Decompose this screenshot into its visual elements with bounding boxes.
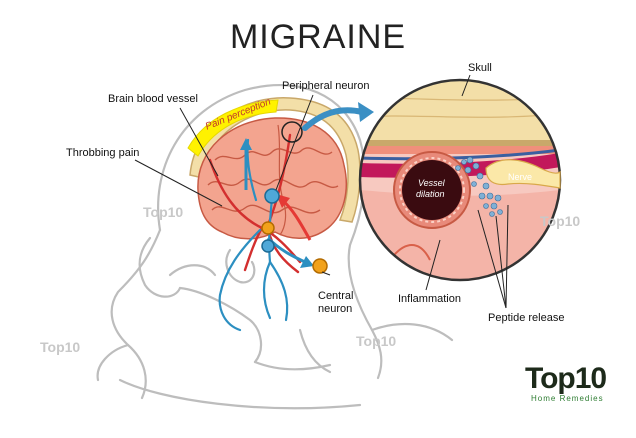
peripheral-neuron-dot — [264, 188, 280, 204]
label-central-neuron-1: Central — [318, 290, 354, 302]
logo-sub-text: Home Remedies — [531, 394, 604, 403]
label-nerve: Nerve — [508, 172, 533, 182]
central-neuron-dot — [312, 258, 328, 274]
label-skull: Skull — [468, 62, 492, 74]
zoom-circle — [358, 78, 562, 282]
nerve-shape — [485, 159, 561, 189]
zoom-arrow — [302, 107, 365, 131]
arrow-blue-down-head — [300, 256, 314, 268]
watermark-2: Top10 — [540, 213, 581, 229]
label-throbbing-pain: Throbbing pain — [66, 147, 140, 159]
neuron-dot-orange-1 — [261, 221, 275, 235]
label-vessel-dilation-2: dilation — [416, 189, 445, 199]
arrow-blue-down — [266, 236, 306, 264]
neuron-dot-blue-2 — [261, 239, 275, 253]
skull-band — [189, 97, 361, 223]
arrow-up-blue-head — [240, 138, 252, 150]
label-peripheral-neuron: Peripheral neuron — [282, 80, 370, 92]
peptide-dots — [455, 156, 503, 217]
label-central-neuron-2: neuron — [318, 303, 353, 315]
watermark-3: Top10 — [40, 339, 81, 355]
leader-lines — [134, 74, 509, 309]
page-title: MIGRAINE — [229, 18, 407, 56]
person-outline — [96, 83, 454, 410]
watermark-4: Top10 — [356, 333, 397, 349]
label-vessel-dilation-1: Vessel — [418, 178, 445, 188]
label-inflammation: Inflammation — [398, 293, 461, 305]
pain-perception-band — [187, 99, 279, 157]
zoom-arrow-head — [358, 102, 374, 122]
brand-logo: Top10 Home Remedies — [525, 364, 615, 406]
label-brain-blood-vessel: Brain blood vessel — [108, 93, 198, 105]
logo-main-text: Top10 — [525, 362, 607, 395]
watermark-1: Top10 — [143, 204, 184, 220]
label-peptide-release: Peptide release — [488, 312, 565, 324]
zoom-marker — [281, 121, 303, 143]
vessel-ring-inner — [402, 160, 462, 220]
